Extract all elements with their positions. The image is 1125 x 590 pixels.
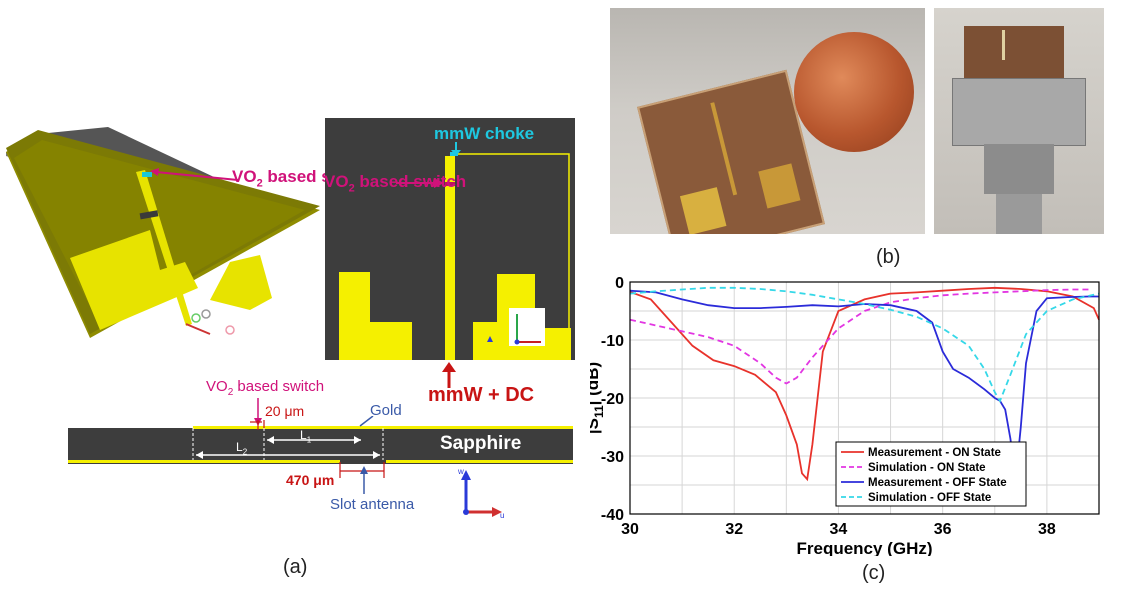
slot-width-label: 470 μm: [286, 472, 335, 488]
x-tick-label: 32: [725, 521, 743, 538]
panel-a-label: (a): [283, 556, 308, 578]
switch-label-top: VO2 based switch: [324, 172, 467, 195]
slot-label: Slot antenna: [330, 496, 415, 513]
feed-arrow-icon: [442, 362, 456, 388]
series-meas-on: [629, 286, 1100, 482]
gap-label: 20 μm: [265, 403, 305, 419]
slot-arrow-icon: [360, 466, 368, 494]
chart-series: [629, 286, 1100, 482]
y-tick-label: -40: [601, 507, 624, 524]
chart-ticks: 30 32 34 36 38 0 -10 -20 -30 -40: [601, 275, 1056, 538]
series-meas-off: [629, 289, 1099, 480]
sapphire-label: Sapphire: [440, 433, 522, 454]
panel-b-label: (b): [876, 246, 901, 268]
gold-label: Gold: [370, 402, 402, 419]
x-tick-label: 36: [934, 521, 952, 538]
panel-c-label: (c): [862, 562, 886, 584]
cross-section: [68, 416, 573, 464]
x-axis-label: Frequency (GHz): [796, 539, 932, 556]
antenna-3d-view: [6, 127, 320, 338]
y-tick-label: -30: [601, 449, 624, 466]
svg-text:u: u: [500, 511, 504, 518]
x-tick-label: 30: [621, 521, 639, 538]
legend-entry: Simulation - ON State: [868, 462, 986, 474]
switch-arrow-icon: [150, 168, 239, 181]
y-axis-label: |S11| (dB): [590, 362, 606, 434]
plot-frame: [629, 281, 1100, 515]
y-tick-label: -20: [601, 391, 624, 408]
x-tick-label: 34: [830, 521, 848, 538]
antenna-top-view: [325, 118, 575, 360]
choke-label: mmW choke: [434, 124, 535, 143]
l1-label: L1: [300, 428, 312, 445]
legend-entry: Measurement - OFF State: [868, 477, 1007, 489]
switch-top-arrow-icon: [396, 178, 444, 188]
y-tick-label: -10: [601, 333, 624, 350]
switch-label-cross: VO2 based switch: [206, 378, 325, 398]
photo-board-and-coin: [610, 8, 925, 234]
photo-mounted-connector: [934, 8, 1104, 234]
axis-icon: w u: [457, 467, 504, 518]
legend-entry: Simulation - OFF State: [868, 492, 991, 504]
legend-box: [835, 441, 1027, 507]
legend-entry: Measurement - ON State: [868, 447, 1001, 459]
feed-label: mmW + DC: [428, 384, 535, 406]
x-tick-label: 38: [1038, 521, 1056, 538]
svg-text:w: w: [457, 467, 464, 476]
choke-arrow-icon: [451, 142, 461, 156]
series-sim-off: [629, 286, 1100, 403]
l2-label: L2: [236, 440, 248, 457]
y-tick-label: 0: [615, 275, 624, 292]
